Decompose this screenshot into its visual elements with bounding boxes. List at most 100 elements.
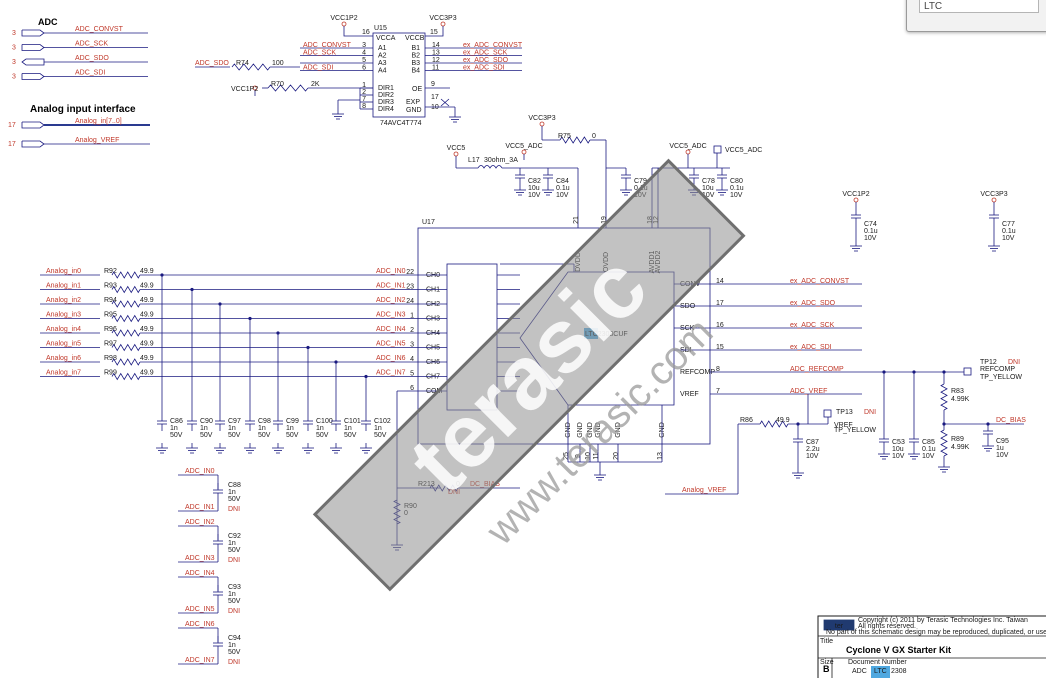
ref-label: R83 [951, 388, 964, 395]
net-label: ADC_SCK [75, 41, 108, 48]
net-label: ex_ADC_CONVST [790, 278, 850, 285]
supply-vcc5-adc-b [685, 149, 691, 155]
heading-adc: ADC [38, 17, 58, 27]
value-label: 1n [228, 489, 236, 496]
supply-vcc1p2-c74: VCC1P2 [842, 191, 869, 198]
doc-prefix: ADC [852, 668, 867, 675]
ref-label: C74 [864, 221, 877, 228]
supply-vcc3p3-r75 [539, 121, 545, 127]
value-label: 10V [806, 453, 819, 460]
net-label: Analog_in5 [46, 341, 81, 348]
value-label: 30ohm_3A [484, 157, 518, 164]
value-label: 0.1u [730, 185, 744, 192]
net-label: ex_ADC_CONVST [463, 42, 523, 49]
net-label: ADC_IN4 [185, 570, 215, 577]
doc-suffix: 2308 [891, 668, 907, 675]
pin-number: 13 [432, 50, 440, 57]
ref-label: C86 [170, 418, 183, 425]
u15-ref: U15 [374, 25, 387, 32]
pin-number: 8 [362, 103, 366, 110]
pin-number: 14 [716, 278, 724, 285]
pin-name: VREF [680, 391, 699, 398]
pin-number: 8 [716, 366, 720, 373]
value-label: 50V [374, 432, 387, 439]
net-label: ex_ADC_SDO [790, 300, 836, 307]
pin-number: 3 [410, 342, 414, 349]
value-label: TP_YELLOW [834, 427, 876, 434]
value-label: 49.9 [140, 341, 154, 348]
resistor-r86 [759, 420, 789, 428]
resistor-r74 [231, 63, 271, 71]
pin-name: CH4 [426, 330, 440, 337]
ref-label: R86 [740, 417, 753, 424]
ref-label: C97 [228, 418, 241, 425]
dni-label: DNI [864, 409, 876, 416]
ref-label: TP12 [980, 359, 997, 366]
pin-number: 16 [716, 322, 724, 329]
supply-label: VCC1P2 [231, 86, 258, 93]
net-label: Analog_in7 [46, 370, 81, 377]
terasic-logo [823, 619, 855, 631]
ref-label: C101 [344, 418, 361, 425]
title-block [817, 615, 1046, 678]
pin-name: B1 [411, 45, 420, 52]
pin-number: 6 [362, 65, 366, 72]
ref-label: R99 [104, 370, 117, 377]
net-label: ADC_IN4 [376, 326, 406, 333]
resistor-r75 [559, 136, 591, 144]
net-label: ex_ADC_SDI [790, 344, 832, 351]
port-sheet-number: 17 [8, 141, 16, 148]
ref-label: C78 [702, 178, 715, 185]
doc-highlight-text: LTC [874, 668, 887, 675]
value-label: 10V [528, 192, 541, 199]
value-label: 1n [228, 591, 236, 598]
ref-label: C102 [374, 418, 391, 425]
resistor-r96 [111, 329, 141, 337]
value-label: 1n [228, 425, 236, 432]
ref-label: C82 [528, 178, 541, 185]
dni-label: DNI [228, 506, 240, 513]
pin-number: 7 [362, 96, 366, 103]
testpoint-tp13 [823, 409, 832, 418]
value-label: 50V [228, 432, 241, 439]
port-analog [21, 121, 45, 129]
dni-label: DNI [228, 659, 240, 666]
net-label: Analog_in2 [46, 297, 81, 304]
pin-name: CH7 [426, 374, 440, 381]
ref-label: R94 [104, 297, 117, 304]
resistor-r98 [111, 358, 141, 366]
pin-number: 9 [575, 454, 582, 458]
pin-number: 10 [585, 452, 592, 460]
size-label: Size [820, 659, 834, 666]
ref-label: C95 [996, 438, 1009, 445]
pin-name: GND [577, 422, 584, 438]
pin-number: 3 [362, 42, 366, 49]
resistor-r92 [111, 271, 141, 279]
resistor-r97 [111, 343, 141, 352]
pin-name: GND [659, 422, 666, 438]
ref-label: C99 [286, 418, 299, 425]
ref-label: R74 [236, 60, 249, 67]
pin-name: CH2 [426, 301, 440, 308]
ref-label: TP13 [836, 409, 853, 416]
net-label: ADC_IN0 [185, 468, 215, 475]
supply-vcc3p3-r75: VCC3P3 [528, 115, 555, 122]
net-label: ADC_CONVST [303, 42, 352, 49]
port-sheet-number: 17 [8, 122, 16, 129]
pin-number: 5 [362, 57, 366, 64]
ref-label: R98 [104, 355, 117, 362]
value-label: 1n [170, 425, 178, 432]
pin-name: COM [426, 388, 443, 395]
watermark-band [312, 158, 746, 592]
value-label: 10V [730, 192, 743, 199]
search-field[interactable]: LTC [919, 0, 1039, 13]
value-label: 10V [864, 235, 877, 242]
value-label: 49.9 [140, 297, 154, 304]
pin-number: 6 [410, 385, 414, 392]
net-label: Analog_VREF [75, 137, 119, 144]
net-label: ADC_SDI [75, 70, 105, 77]
value-label: 1n [374, 425, 382, 432]
ref-label: C85 [922, 439, 935, 446]
pin-number: 25 [563, 452, 570, 460]
ref-label: C94 [228, 635, 241, 642]
